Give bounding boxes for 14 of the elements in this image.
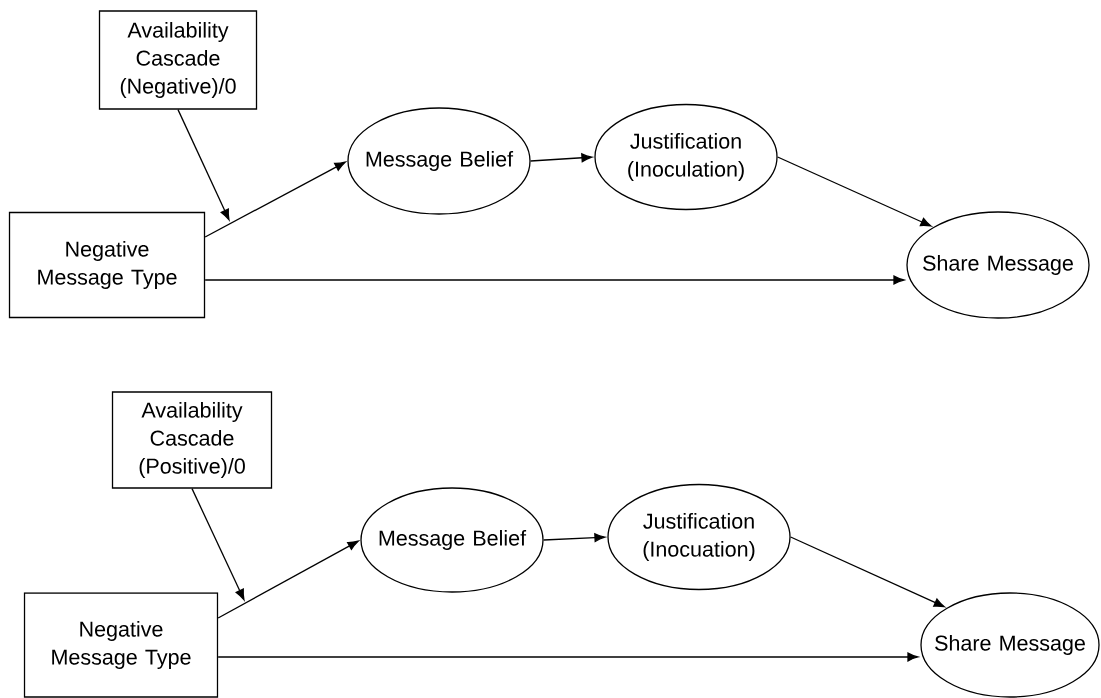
arrow [204,161,346,238]
arrow [217,652,919,662]
process-box: Availability Cascade (Negative)/0 [98,10,258,110]
arrow [543,533,606,543]
arrow [530,153,593,163]
arrow [191,488,245,601]
arrow [777,156,932,227]
process-box: Negative Message Type [23,592,219,698]
arrow [217,540,359,619]
arrow [177,109,230,221]
process-box: Negative Message Type [8,211,206,319]
process-box: Availability Cascade (Positive)/0 [111,391,273,489]
arrow [790,536,945,608]
arrow [204,275,905,285]
